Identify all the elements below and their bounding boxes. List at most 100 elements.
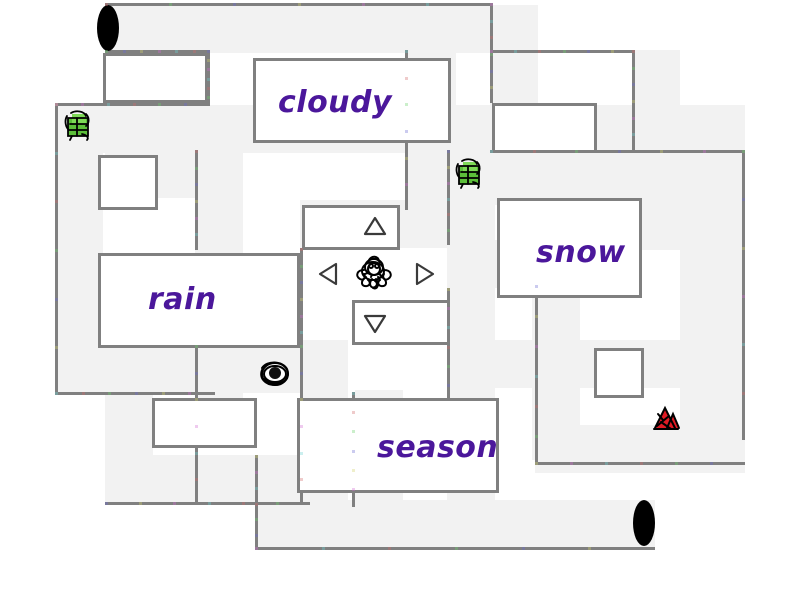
render-speckle: [447, 181, 450, 185]
render-speckle: [207, 50, 210, 53]
render-speckle: [105, 502, 108, 505]
render-speckle: [192, 50, 196, 53]
render-speckle: [55, 297, 58, 301]
render-speckle: [632, 50, 635, 53]
render-speckle: [588, 547, 592, 550]
render-speckle: [490, 150, 493, 153]
render-speckle: [300, 281, 303, 285]
render-speckle: [447, 165, 450, 169]
render-speckle: [255, 547, 258, 550]
wall-segment: [105, 3, 490, 6]
render-speckle: [535, 315, 538, 318]
render-speckle: [207, 86, 210, 90]
render-speckle: [241, 502, 245, 505]
render-speckle: [562, 50, 566, 53]
render-speckle: [405, 50, 408, 53]
render-speckle: [300, 371, 303, 375]
wall-segment: [535, 462, 745, 465]
render-speckle: [122, 50, 126, 53]
block-sq-right: [594, 348, 644, 398]
render-speckle: [490, 86, 493, 90]
render-speckle: [405, 130, 408, 133]
render-speckle: [586, 50, 590, 53]
render-speckle: [490, 19, 493, 23]
player-octopus-sprite[interactable]: [352, 250, 396, 294]
render-speckle: [255, 486, 258, 490]
render-speckle: [632, 83, 635, 87]
render-speckle: [535, 345, 538, 348]
wall-segment: [55, 103, 210, 106]
zone-label-cloudy: cloudy: [278, 85, 393, 120]
red-item-sprite[interactable]: [645, 396, 689, 440]
render-speckle: [675, 462, 678, 465]
render-speckle: [300, 478, 303, 482]
render-speckle: [425, 3, 429, 6]
move-down-button[interactable]: [360, 309, 390, 339]
render-speckle: [447, 326, 450, 330]
render-speckle: [140, 50, 143, 53]
render-speckle: [173, 502, 177, 505]
green-item-sprite-1[interactable]: [58, 104, 102, 148]
block-sq-upleft: [98, 155, 158, 210]
wall-segment: [490, 150, 745, 153]
render-speckle: [195, 398, 198, 402]
render-speckle: [108, 392, 112, 395]
wall-segment: [105, 50, 210, 53]
render-speckle: [535, 375, 538, 378]
move-up-button[interactable]: [360, 211, 390, 241]
render-speckle: [300, 298, 303, 301]
render-speckle: [352, 392, 355, 395]
render-speckle: [405, 183, 408, 187]
render-speckle: [195, 183, 198, 187]
wall-segment: [105, 502, 310, 505]
wall-segment: [742, 150, 745, 440]
zone-label-season: season: [377, 430, 499, 465]
render-speckle: [447, 383, 450, 387]
render-speckle: [405, 103, 408, 107]
render-speckle: [184, 103, 188, 106]
render-speckle: [632, 66, 635, 70]
wall-segment: [490, 50, 635, 53]
render-speckle: [742, 150, 745, 153]
render-speckle: [447, 197, 450, 201]
eye-item-sprite[interactable]: [253, 352, 297, 396]
render-speckle: [575, 150, 578, 153]
render-speckle: [742, 391, 745, 395]
wall-segment: [207, 50, 210, 105]
render-speckle: [195, 200, 198, 203]
render-speckle: [255, 534, 258, 538]
render-speckle: [195, 371, 198, 375]
move-left-button[interactable]: [313, 259, 343, 289]
render-speckle: [195, 150, 198, 153]
wall-segment: [490, 3, 493, 103]
render-speckle: [535, 435, 538, 438]
render-speckle: [106, 103, 110, 106]
render-speckle: [195, 166, 198, 170]
render-speckle: [255, 455, 258, 458]
render-speckle: [275, 502, 279, 505]
zone-label-rain: rain: [148, 282, 217, 317]
green-item-sprite-2[interactable]: [449, 152, 493, 196]
render-speckle: [169, 3, 173, 6]
render-speckle: [570, 462, 573, 465]
render-speckle: [610, 50, 614, 53]
move-right-button[interactable]: [410, 259, 440, 289]
wall-segment: [195, 150, 198, 250]
render-speckle: [605, 462, 608, 465]
block-topright: [492, 103, 597, 153]
render-speckle: [139, 502, 143, 505]
render-speckle: [742, 343, 745, 347]
render-speckle: [321, 547, 325, 550]
wall-segment: [55, 392, 215, 395]
render-speckle: [742, 246, 745, 250]
tunnel-exit-bottom-right: [633, 500, 655, 546]
render-speckle: [255, 502, 258, 506]
render-speckle: [300, 345, 303, 348]
render-speckle: [300, 314, 303, 318]
render-speckle: [55, 200, 58, 204]
wall-segment: [300, 248, 303, 348]
render-speckle: [195, 478, 198, 482]
render-speckle: [81, 392, 85, 395]
render-speckle: [195, 425, 198, 428]
